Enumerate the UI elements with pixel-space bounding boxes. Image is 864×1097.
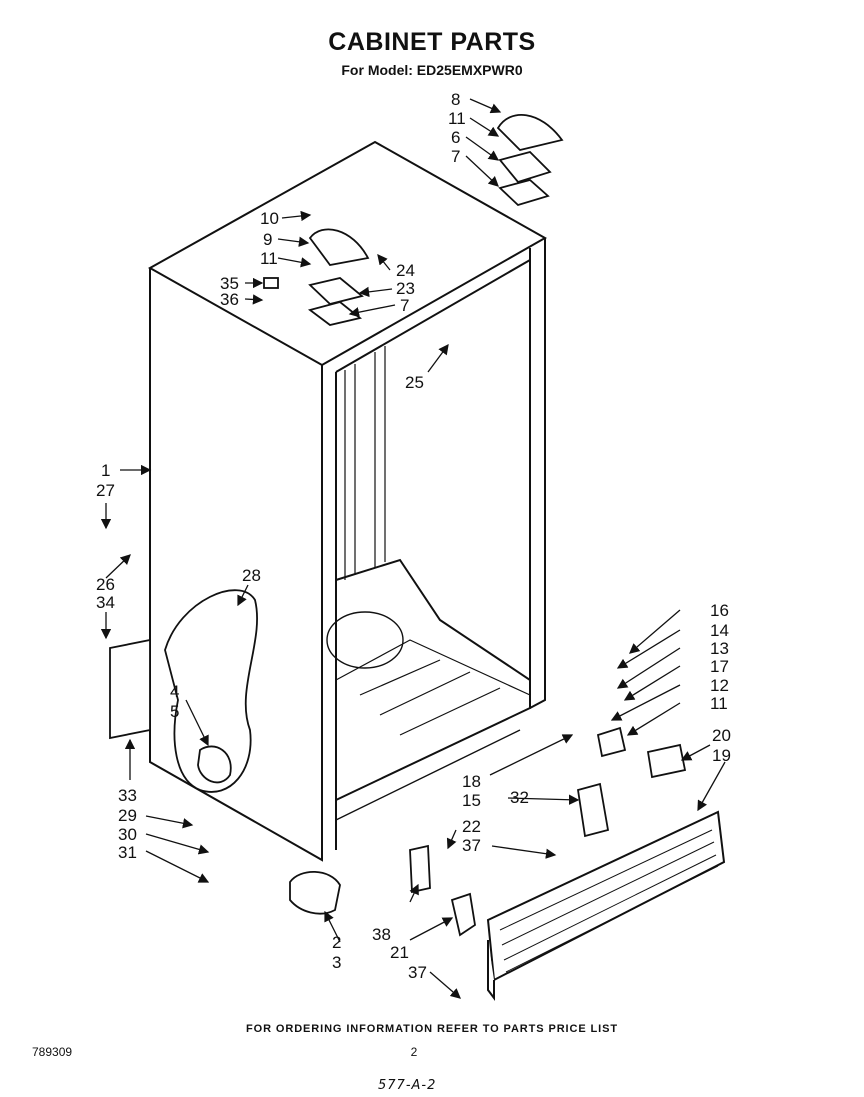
label-part-31: 31 — [118, 843, 137, 862]
lower-parts — [109, 638, 687, 937]
label-part-5: 5 — [170, 702, 179, 721]
top-hinge-assembly — [263, 228, 370, 326]
label-part-32: 32 — [510, 788, 529, 807]
label-part-11: 11 — [448, 109, 466, 128]
handwritten-reference: 577-A-2 — [378, 1078, 437, 1093]
label-part-2: 2 — [332, 933, 341, 952]
label-part-13: 13 — [710, 639, 729, 658]
label-part-27: 27 — [96, 481, 115, 500]
cutaway-detail — [164, 589, 258, 793]
document-number: 789309 — [32, 1045, 73, 1059]
label-part-34: 34 — [96, 593, 115, 612]
label-part-26: 26 — [96, 575, 115, 594]
label-part-14: 14 — [710, 621, 729, 640]
label-part-21: 21 — [390, 943, 409, 962]
label-part-1: 1 — [101, 461, 110, 480]
label-part-30: 30 — [118, 825, 137, 844]
label-part-37: 37 — [408, 963, 427, 982]
upper-hinge-assembly — [496, 114, 564, 207]
model-subtitle: For Model: ED25EMXPWR0 — [341, 62, 523, 78]
label-part-24: 24 — [396, 261, 415, 280]
label-part-28: 28 — [242, 566, 261, 585]
label-part-18: 18 — [462, 772, 481, 791]
label-part-37: 37 — [462, 836, 481, 855]
label-part-3: 3 — [332, 953, 341, 972]
ordering-note: FOR ORDERING INFORMATION REFER TO PARTS … — [246, 1023, 618, 1035]
label-part-36: 36 — [220, 290, 239, 309]
label-part-35: 35 — [220, 274, 239, 293]
cabinet-shell — [147, 140, 548, 862]
label-part-8: 8 — [451, 90, 460, 109]
label-part-23: 23 — [396, 279, 415, 298]
label-part-38: 38 — [372, 925, 391, 944]
label-part-7: 7 — [451, 147, 460, 166]
page-title: CABINET PARTS — [328, 28, 536, 56]
base-grille — [486, 810, 726, 1001]
label-part-4: 4 — [170, 682, 179, 701]
label-part-11: 11 — [260, 249, 278, 268]
leader-lines — [100, 98, 726, 999]
part-labels: 8 11 6 7 10 9 11 24 23 7 35 36 25 1 27 2… — [96, 90, 731, 982]
label-part-20: 20 — [712, 726, 731, 745]
label-part-11: 11 — [710, 694, 728, 713]
label-part-22: 22 — [462, 817, 481, 836]
page-number: 2 — [410, 1045, 418, 1059]
label-part-10: 10 — [260, 209, 279, 228]
label-part-16: 16 — [710, 601, 729, 620]
label-part-9: 9 — [263, 230, 272, 249]
label-part-33: 33 — [118, 786, 137, 805]
label-part-29: 29 — [118, 806, 137, 825]
label-part-17: 17 — [710, 657, 729, 676]
label-part-6: 6 — [451, 128, 460, 147]
label-part-19: 19 — [712, 746, 731, 765]
label-part-7: 7 — [400, 296, 409, 315]
label-part-15: 15 — [462, 791, 481, 810]
label-part-12: 12 — [710, 676, 729, 695]
label-part-25: 25 — [405, 373, 424, 392]
